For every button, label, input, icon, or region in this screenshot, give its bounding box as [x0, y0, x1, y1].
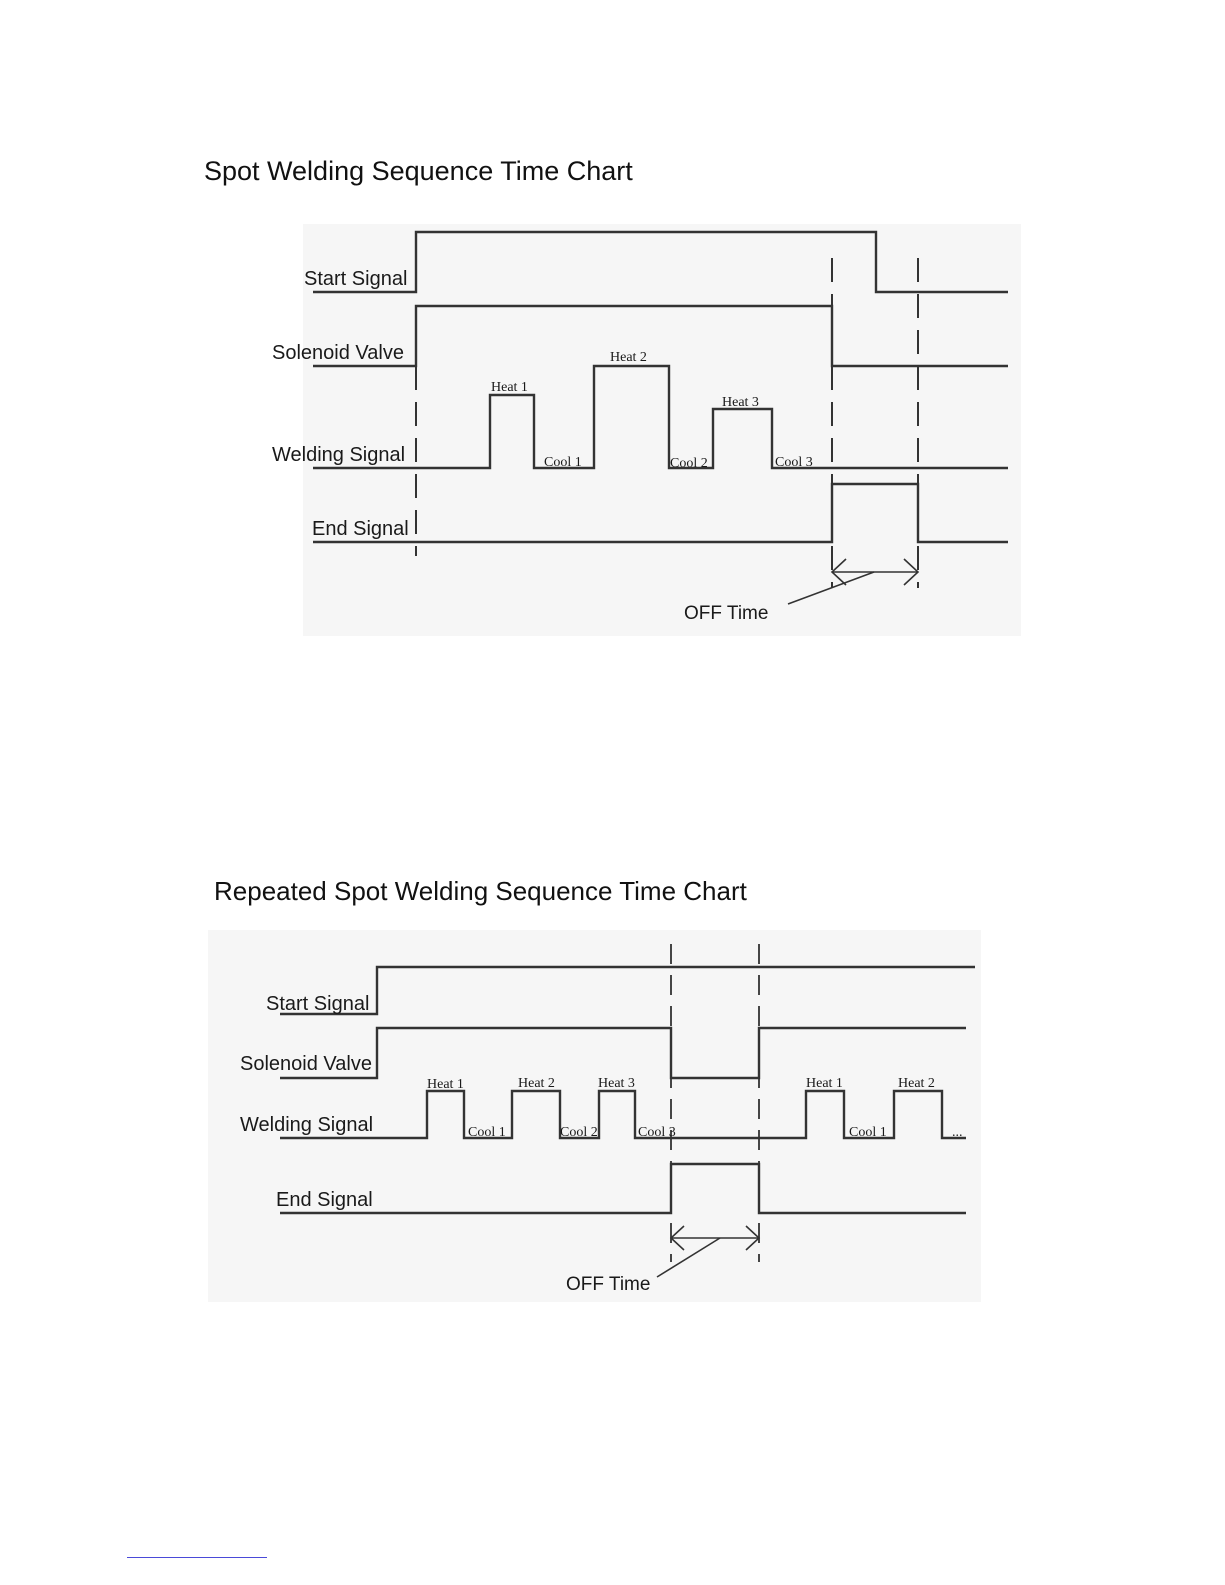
diagram2-panel [208, 930, 981, 1302]
d1-off-time-label: OFF Time [684, 603, 768, 624]
d1-cool3-label: Cool 3 [775, 455, 813, 470]
d1-off-time-arrow [787, 558, 920, 605]
d2-off-time-label: OFF Time [566, 1274, 650, 1295]
footnote-separator [127, 1557, 267, 1558]
d2-welding-signal-waveform [280, 1089, 966, 1140]
d2-heat3-label: Heat 3 [598, 1076, 635, 1091]
d2-solenoid-valve-label: Solenoid Valve [240, 1053, 372, 1075]
d2-cool2-label: Cool 2 [560, 1125, 598, 1140]
d1-solenoid-valve-waveform [313, 304, 1008, 368]
d1-heat1-label: Heat 1 [491, 380, 528, 395]
d1-end-signal-label: End Signal [312, 518, 409, 540]
d2-start-signal-waveform [280, 965, 975, 1016]
d1-start-signal-waveform [313, 230, 1008, 294]
d1-cool2-label: Cool 2 [670, 456, 708, 471]
d2-welding-signal-label: Welding Signal [240, 1114, 373, 1136]
d1-cool1-label: Cool 1 [544, 455, 582, 470]
d1-start-signal-label: Start Signal [304, 268, 407, 290]
d1-welding-signal-waveform [313, 364, 1008, 470]
d2-cool3-label: Cool 3 [638, 1125, 676, 1140]
d2-heat2-label: Heat 2 [518, 1076, 555, 1091]
d2-end-signal-label: End Signal [276, 1189, 373, 1211]
d2-cool1-repeat-label: Cool 1 [849, 1125, 887, 1140]
d1-heat2-label: Heat 2 [610, 350, 647, 365]
d2-end-signal-waveform [280, 1162, 966, 1215]
diagram2: Start Signal Solenoid Valve Welding Sign… [240, 944, 975, 1295]
d1-solenoid-valve-label: Solenoid Valve [272, 342, 404, 364]
d1-end-signal-waveform [313, 482, 1008, 544]
d2-off-time-arrow [656, 1225, 761, 1278]
d2-heat1-repeat-label: Heat 1 [806, 1076, 843, 1091]
d2-heat2-repeat-label: Heat 2 [898, 1076, 935, 1091]
d1-heat3-label: Heat 3 [722, 395, 759, 410]
diagram1-panel [303, 224, 1021, 636]
d2-ellipsis-label: ... [952, 1125, 963, 1140]
d2-heat1-label: Heat 1 [427, 1077, 464, 1092]
d2-cool1-label: Cool 1 [468, 1125, 506, 1140]
d2-start-signal-label: Start Signal [266, 993, 369, 1015]
diagram1: Start Signal Solenoid Valve Welding Sign… [272, 230, 1008, 624]
diagram1-title: Spot Welding Sequence Time Chart [204, 156, 633, 186]
d1-welding-signal-label: Welding Signal [272, 444, 405, 466]
diagram2-title: Repeated Spot Welding Sequence Time Char… [214, 876, 747, 906]
